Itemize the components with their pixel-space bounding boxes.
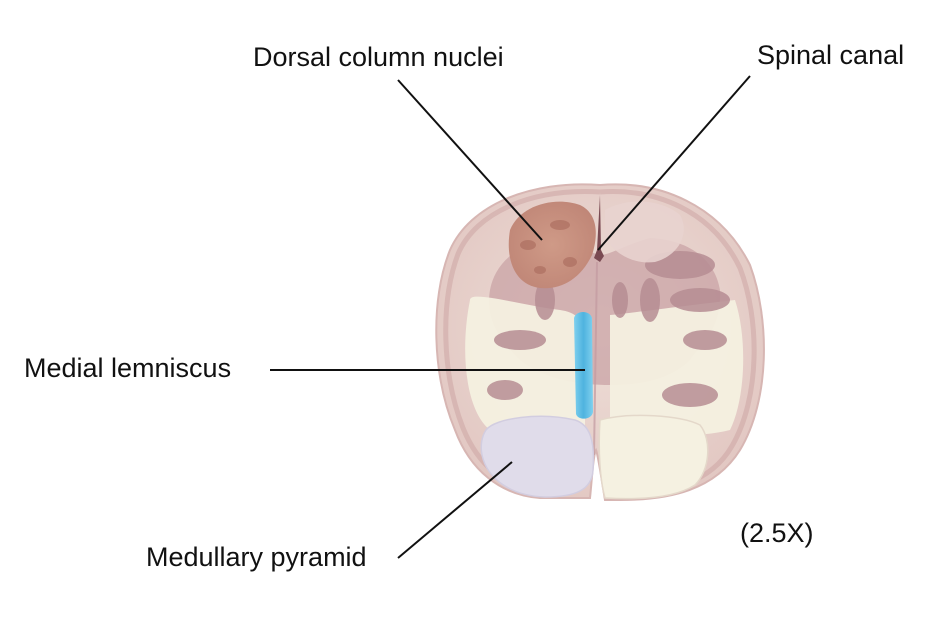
- medullary-pyramid-left: [480, 415, 595, 498]
- magnification-label: (2.5X): [740, 518, 814, 548]
- midline: [593, 261, 598, 456]
- right-dorsal-region: [605, 201, 684, 263]
- leader-spinal-canal: [597, 75, 751, 251]
- medial-lemniscus-region: [574, 312, 593, 419]
- medullary-pyramid-right: [598, 414, 709, 500]
- dorsal-column-nuclei-region: [508, 201, 596, 289]
- label-dorsal-column-nuclei: Dorsal column nuclei: [253, 42, 504, 72]
- label-medial-lemniscus: Medial lemniscus: [24, 353, 232, 383]
- leader-dorsal-column-nuclei: [397, 79, 543, 241]
- leader-medullary-pyramid: [397, 461, 513, 559]
- white-matter-left: [465, 296, 585, 436]
- spinal-canal-sulcus: [594, 195, 604, 262]
- dorsal-nuclei-texture: [520, 220, 577, 274]
- label-spinal-canal: Spinal canal: [757, 40, 905, 70]
- leader-lines: [270, 75, 751, 559]
- label-medullary-pyramid: Medullary pyramid: [146, 542, 367, 572]
